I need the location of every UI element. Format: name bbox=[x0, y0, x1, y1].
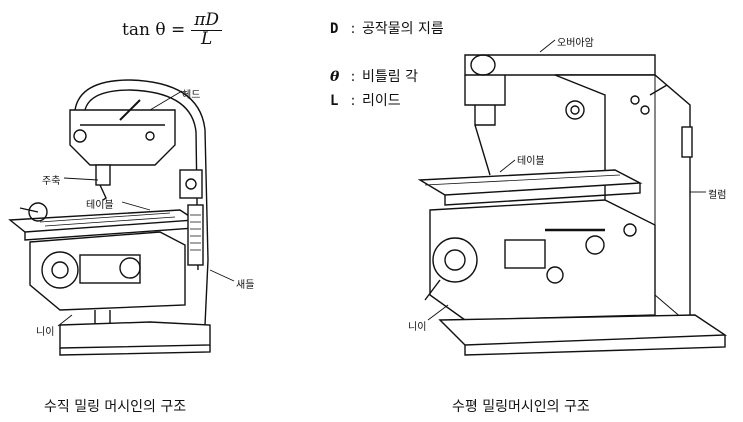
label-head: 헤드 bbox=[182, 90, 201, 101]
vertical-milling-machine-illustration bbox=[8, 79, 211, 356]
legend-symbol: L bbox=[330, 93, 339, 109]
legend-symbol: θ bbox=[330, 69, 340, 85]
caption-vertical-milling: 수직 밀링 머시인의 구조 bbox=[44, 399, 187, 415]
label-knee: 니이 bbox=[36, 327, 55, 338]
helix-angle-formula: tan θ = πD L bbox=[122, 11, 223, 49]
legend-symbol: D bbox=[330, 21, 339, 37]
formula-lhs: tan θ = bbox=[122, 20, 186, 41]
formula-fraction: πD L bbox=[191, 11, 223, 49]
formula-denominator: L bbox=[200, 28, 213, 49]
legend-desc: 비틀림 각 bbox=[362, 69, 418, 85]
horizontal-milling-machine-illustration bbox=[417, 54, 728, 356]
label-table-right: 테이블 bbox=[517, 156, 545, 167]
legend-item-l: L:리이드 bbox=[330, 93, 401, 109]
legend-desc: 리이드 bbox=[362, 93, 401, 109]
legend-desc: 공작물의 지름 bbox=[362, 21, 444, 37]
caption-horizontal-milling: 수평 밀링머시인의 구조 bbox=[452, 399, 590, 415]
formula-numerator: πD bbox=[191, 11, 223, 31]
legend-item-d: D:공작물의 지름 bbox=[330, 21, 444, 37]
label-knee-right: 니이 bbox=[408, 322, 427, 333]
label-column: 컬럼 bbox=[708, 190, 727, 201]
label-table: 테이블 bbox=[86, 200, 114, 211]
label-spindle: 주축 bbox=[42, 176, 61, 187]
left-leader-lines bbox=[57, 90, 235, 327]
legend-item-theta: θ:비틀림 각 bbox=[330, 69, 418, 85]
label-saddle: 새들 bbox=[236, 280, 255, 291]
right-leader-lines bbox=[427, 39, 706, 321]
label-overarm: 오버아암 bbox=[557, 38, 594, 49]
